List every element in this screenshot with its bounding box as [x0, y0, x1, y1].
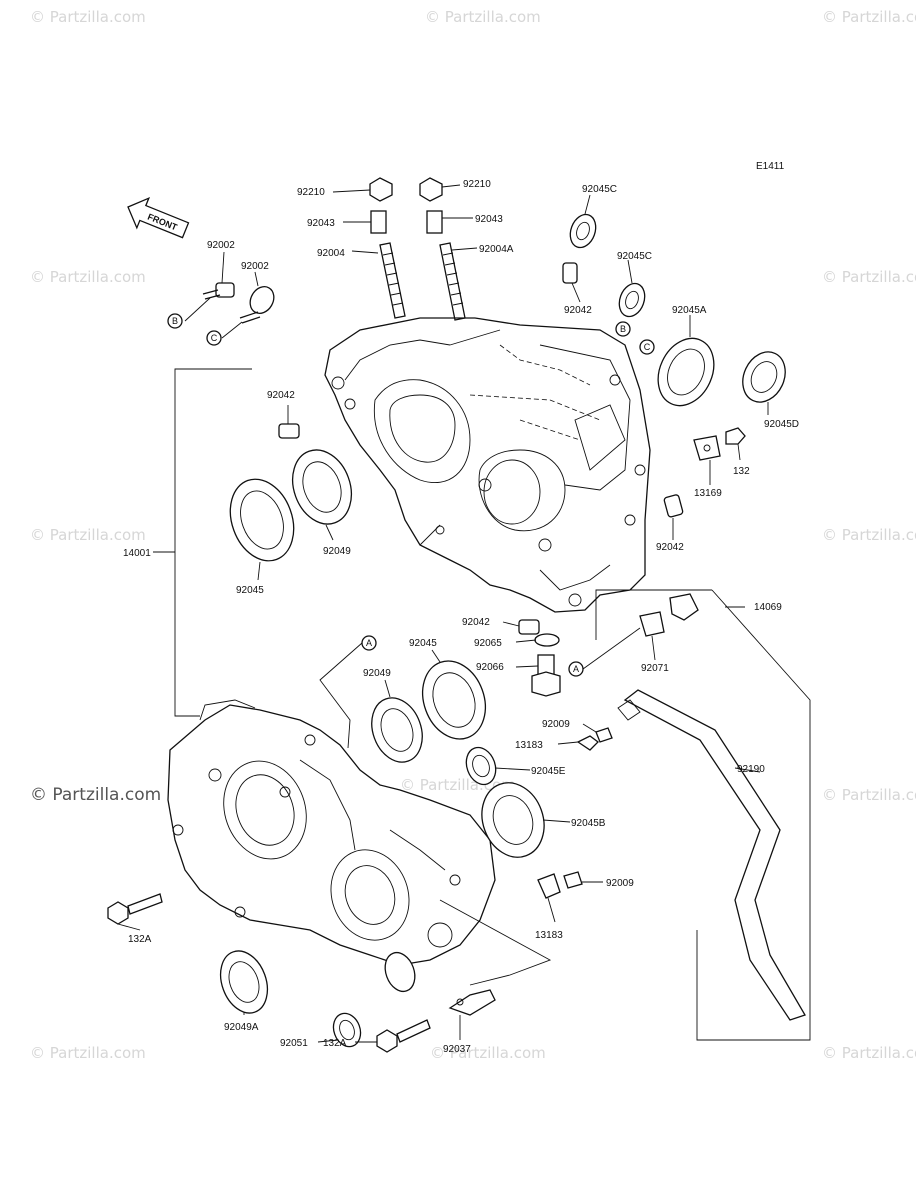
- watermark-text: © Partzilla.com: [822, 1044, 916, 1062]
- screws-left: [202, 282, 275, 324]
- watermark-main: © Partzilla.com: [30, 785, 161, 805]
- part-labels: 92210 92210 92043 92043 92004 92004A 920…: [123, 179, 799, 1055]
- crankcase-left-half: [167, 699, 496, 966]
- front-arrow: FRONT: [127, 196, 190, 239]
- label-13169: 13169: [694, 488, 722, 499]
- label-92190: 92190: [737, 764, 765, 775]
- label-92002-b: 92002: [241, 261, 269, 272]
- watermark-text: © Partzilla.com: [30, 526, 146, 544]
- label-92042-left: 92042: [267, 390, 295, 401]
- ref-a-left: A: [366, 638, 372, 648]
- ref-a-right: A: [573, 664, 579, 674]
- label-13183-a: 13183: [515, 740, 543, 751]
- label-92065: 92065: [474, 638, 502, 649]
- watermark-text: © Partzilla.com: [822, 526, 916, 544]
- label-92009-a: 92009: [542, 719, 570, 730]
- watermark-text: © Partzilla.com: [30, 8, 146, 26]
- label-92009-b: 92009: [606, 878, 634, 889]
- watermark-text: © Partzilla.com: [822, 268, 916, 286]
- label-92043-right: 92043: [475, 214, 503, 225]
- label-92210-right: 92210: [463, 179, 491, 190]
- label-92049-lower: 92049: [363, 668, 391, 679]
- drain-plug: [518, 593, 699, 697]
- label-13183-b: 13183: [535, 930, 563, 941]
- watermarks: © Partzilla.com © Partzilla.com © Partzi…: [30, 8, 916, 1062]
- ref-b-left: B: [172, 316, 178, 326]
- watermark-text: © Partzilla.com: [30, 268, 146, 286]
- bearings-lower: [219, 660, 545, 1048]
- label-14001: 14001: [123, 548, 151, 559]
- label-14069: 14069: [754, 602, 782, 613]
- label-92002-a: 92002: [207, 240, 235, 251]
- label-92045c-mid: 92045C: [617, 251, 652, 262]
- watermark-text: © Partzilla.com: [425, 8, 541, 26]
- label-92042-top: 92042: [564, 305, 592, 316]
- watermark-text: © Partzilla.com: [430, 1044, 546, 1062]
- label-92051: 92051: [280, 1038, 308, 1049]
- label-92049-upper: 92049: [323, 546, 351, 557]
- label-132a-a: 132A: [128, 934, 152, 945]
- label-92042-right: 92042: [656, 542, 684, 553]
- label-92004: 92004: [317, 248, 345, 259]
- label-92045e: 92045E: [531, 766, 566, 777]
- label-92004a: 92004A: [479, 244, 514, 255]
- bolts-lower: [107, 727, 613, 1053]
- bearings-upper: [278, 213, 786, 518]
- label-132: 132: [733, 466, 750, 477]
- label-92043-left: 92043: [307, 218, 335, 229]
- label-92045-lower: 92045: [409, 638, 437, 649]
- label-92045c-top: 92045C: [582, 184, 617, 195]
- label-92045d: 92045D: [764, 419, 799, 430]
- label-92045b: 92045B: [571, 818, 606, 829]
- ref-c-right: C: [644, 342, 651, 352]
- breather-hose: [617, 689, 806, 1021]
- label-92066: 92066: [476, 662, 504, 673]
- ref-b-right: B: [620, 324, 626, 334]
- label-92210-left: 92210: [297, 187, 325, 198]
- label-92045-upper: 92045: [236, 585, 264, 596]
- label-92037: 92037: [443, 1044, 471, 1055]
- diagram-code: E1411: [756, 161, 785, 172]
- label-92042-bottom: 92042: [462, 617, 490, 628]
- label-92049a: 92049A: [224, 1022, 259, 1033]
- label-92045a: 92045A: [672, 305, 707, 316]
- stud-bolts: [369, 177, 466, 321]
- leader-lines: [117, 184, 811, 1043]
- label-92071: 92071: [641, 663, 669, 674]
- watermark-text: © Partzilla.com: [822, 786, 916, 804]
- crankcase-right-half: [324, 317, 651, 613]
- watermark-text: © Partzilla.com: [30, 1044, 146, 1062]
- bearings-left: [229, 449, 352, 562]
- label-132a-b: 132A: [323, 1038, 347, 1049]
- ref-c-left: C: [211, 333, 218, 343]
- watermark-text: © Partzilla.com: [822, 8, 916, 26]
